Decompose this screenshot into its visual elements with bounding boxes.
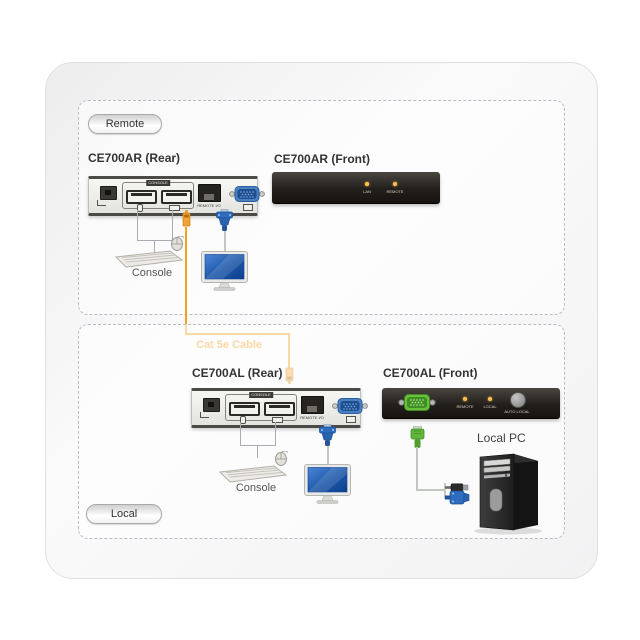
rj45-port-label: REMOTE I/O (197, 203, 221, 208)
console-group-label: CONSOLE (249, 392, 273, 398)
power-cord-icon (200, 412, 209, 418)
rj45-port-label: REMOTE I/O (300, 415, 324, 420)
usb-port-icon (264, 402, 295, 416)
usb-cable-line (172, 210, 173, 240)
rj45-port-icon (301, 396, 324, 414)
remote-led-icon (463, 397, 467, 401)
remote-led-label: REMOTE (386, 189, 404, 194)
power-port-icon (203, 398, 220, 412)
pc-tower-icon (468, 446, 548, 541)
local-rear-device: CONSOLE REMOTE I/O (191, 388, 368, 428)
mouse-icon (240, 416, 246, 424)
local-rear-title: CE700AL (Rear) (192, 366, 283, 380)
console-port-group: CONSOLE (225, 392, 297, 424)
remote-section-label: Remote (88, 114, 162, 134)
remote-led-icon (393, 182, 397, 186)
console-icon (216, 450, 296, 490)
keyboard-icon (169, 205, 180, 211)
monitor-mini-icon (346, 416, 356, 423)
usb-cable-line (275, 422, 276, 445)
usb-cable-line (240, 422, 241, 445)
remote-section-label-text: Remote (105, 118, 145, 130)
usb-cable-line (137, 210, 138, 240)
console-port-group: CONSOLE (122, 180, 194, 212)
console-icon (112, 235, 192, 275)
vga-plug-icon (319, 423, 336, 452)
kvm-green-port-icon (398, 393, 436, 417)
local-led-label: LOCAL (483, 404, 497, 409)
kvm-cable-line (416, 489, 446, 491)
cat5-cable-line (185, 227, 187, 334)
kvm-cable-line (416, 447, 418, 491)
monitor-mini-icon (243, 204, 253, 211)
monitor-cable-line (224, 231, 226, 253)
remote-rear-title: CE700AR (Rear) (88, 151, 181, 165)
console-group-label: CONSOLE (146, 180, 170, 186)
local-led-icon (488, 397, 492, 401)
rj45-port-icon (198, 184, 221, 202)
local-console-caption: Console (235, 482, 277, 494)
monitor-cable-line (327, 446, 329, 466)
usb-cable-line (240, 445, 276, 446)
local-pc-caption: Local PC (477, 431, 526, 445)
auto-local-button-icon (510, 392, 526, 408)
power-port-icon (100, 186, 117, 200)
local-section-label: Local (86, 504, 162, 524)
power-cord-icon (97, 200, 106, 206)
local-section-label-text: Local (110, 508, 138, 520)
kvm-plug-icon (410, 425, 425, 453)
mouse-icon (137, 204, 143, 212)
lan-led-icon (365, 182, 369, 186)
usb-cable-line (154, 240, 155, 253)
cat5-plug-icon (182, 210, 191, 233)
monitor-icon (304, 464, 351, 509)
local-front-device: REMOTE LOCAL AUTO LOCAL (382, 388, 560, 419)
local-front-title: CE700AL (Front) (383, 366, 478, 380)
vga-port-icon (332, 397, 368, 420)
usb-cable-line (137, 240, 173, 241)
vga-plug-icon (445, 490, 471, 510)
remote-rear-device: CONSOLE REMOTE I/O (88, 176, 265, 216)
usb-port-icon (161, 190, 192, 204)
usb-port-icon (126, 190, 157, 204)
remote-front-device: LAN REMOTE (272, 172, 440, 204)
keyboard-icon (272, 417, 283, 423)
remote-console-caption: Console (131, 267, 173, 279)
usb-cable-line (257, 445, 258, 458)
usb-plug-icon (445, 479, 469, 497)
lan-led-label: LAN (363, 189, 371, 194)
remote-led-label: REMOTE (456, 404, 474, 409)
vga-plug-icon (216, 208, 233, 237)
kvm-cable-line (444, 483, 446, 499)
remote-front-title: CE700AR (Front) (274, 152, 371, 166)
usb-port-icon (229, 402, 260, 416)
monitor-icon (201, 251, 248, 296)
vga-port-icon (229, 185, 265, 208)
auto-local-button-label: AUTO LOCAL (504, 409, 530, 414)
